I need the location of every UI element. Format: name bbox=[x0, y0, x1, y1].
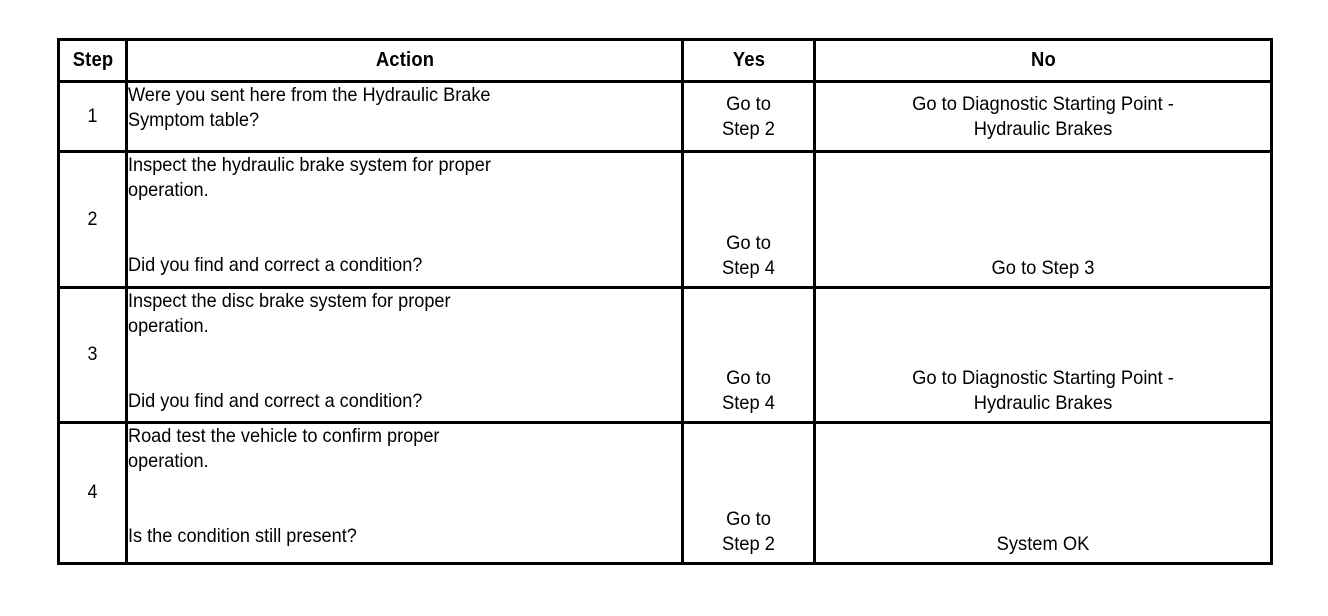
table-header-row: Step Action Yes No bbox=[59, 38, 1272, 83]
no-line: Hydraulic Brakes bbox=[973, 117, 1113, 140]
action-blank-line bbox=[128, 203, 681, 228]
yes-line: Step 2 bbox=[721, 533, 775, 555]
step-number-cell: 1 bbox=[57, 80, 128, 153]
no-line: Go to Diagnostic Starting Point - bbox=[912, 367, 1174, 389]
column-header-yes: Yes bbox=[686, 38, 811, 83]
action-blank-line bbox=[128, 228, 681, 253]
table-row: 1 Were you sent here from the Hydraulic … bbox=[57, 80, 1273, 153]
action-blank-line bbox=[128, 339, 681, 364]
step-number: 4 bbox=[87, 482, 98, 503]
column-header-action: Action bbox=[147, 38, 662, 83]
no-cell: Go to Step 3 bbox=[813, 150, 1273, 289]
no-cell: Go to Diagnostic Starting Point - Hydrau… bbox=[813, 80, 1273, 153]
action-line: operation. bbox=[128, 315, 209, 337]
no-line: Go to Diagnostic Starting Point - bbox=[912, 92, 1174, 115]
step-number-cell: 3 bbox=[57, 286, 128, 424]
diagnostic-step-table: Step Action Yes No 1 Were you sent here … bbox=[57, 38, 1273, 565]
no-cell: Go to Diagnostic Starting Point - Hydrau… bbox=[813, 286, 1273, 424]
action-line: Road test the vehicle to confirm proper bbox=[128, 425, 440, 447]
step-number: 1 bbox=[87, 105, 98, 127]
diagnostic-table-container: Step Action Yes No 1 Were you sent here … bbox=[57, 38, 1273, 565]
action-cell: Road test the vehicle to confirm proper … bbox=[125, 421, 684, 565]
yes-cell: Go to Step 4 bbox=[681, 286, 816, 424]
step-number: 2 bbox=[87, 208, 98, 230]
column-header-no: No bbox=[831, 38, 1255, 83]
action-blank-line bbox=[128, 474, 681, 499]
step-number: 3 bbox=[87, 344, 98, 365]
action-cell: Were you sent here from the Hydraulic Br… bbox=[125, 80, 684, 153]
no-line: System OK bbox=[996, 533, 1090, 555]
table-row: 3 Inspect the disc brake system for prop… bbox=[57, 286, 1273, 424]
yes-line: Go to bbox=[726, 367, 771, 389]
yes-line: Step 4 bbox=[721, 257, 775, 279]
yes-line: Step 2 bbox=[721, 117, 775, 140]
no-line: Go to Step 3 bbox=[991, 257, 1095, 279]
yes-line: Go to bbox=[726, 232, 771, 254]
yes-cell: Go to Step 2 bbox=[681, 80, 816, 153]
yes-line: Step 4 bbox=[721, 392, 775, 414]
yes-line: Go to bbox=[726, 92, 771, 115]
action-cell: Inspect the hydraulic brake system for p… bbox=[125, 150, 684, 289]
column-header-step: Step bbox=[59, 38, 126, 83]
step-number-cell: 2 bbox=[57, 150, 128, 289]
table-row: 2 Inspect the hydraulic brake system for… bbox=[57, 150, 1273, 289]
action-line: operation. bbox=[128, 450, 209, 472]
action-line: Symptom table? bbox=[128, 109, 260, 131]
action-cell: Inspect the disc brake system for proper… bbox=[125, 286, 684, 424]
yes-line: Go to bbox=[726, 508, 771, 530]
step-number-cell: 4 bbox=[57, 421, 128, 565]
yes-cell: Go to Step 2 bbox=[681, 421, 816, 565]
action-line: Inspect the hydraulic brake system for p… bbox=[128, 154, 491, 176]
yes-cell: Go to Step 4 bbox=[681, 150, 816, 289]
action-line: Were you sent here from the Hydraulic Br… bbox=[128, 84, 491, 106]
action-question: Is the condition still present? bbox=[128, 525, 357, 547]
action-line: Inspect the disc brake system for proper bbox=[128, 290, 451, 312]
action-blank-line bbox=[128, 364, 681, 389]
action-line: operation. bbox=[128, 179, 209, 201]
action-question: Did you find and correct a condition? bbox=[128, 254, 423, 276]
action-question: Did you find and correct a condition? bbox=[128, 390, 423, 412]
action-blank-line bbox=[128, 499, 681, 524]
no-cell: System OK bbox=[813, 421, 1273, 565]
table-row: 4 Road test the vehicle to confirm prope… bbox=[57, 421, 1273, 565]
no-line: Hydraulic Brakes bbox=[973, 392, 1113, 414]
